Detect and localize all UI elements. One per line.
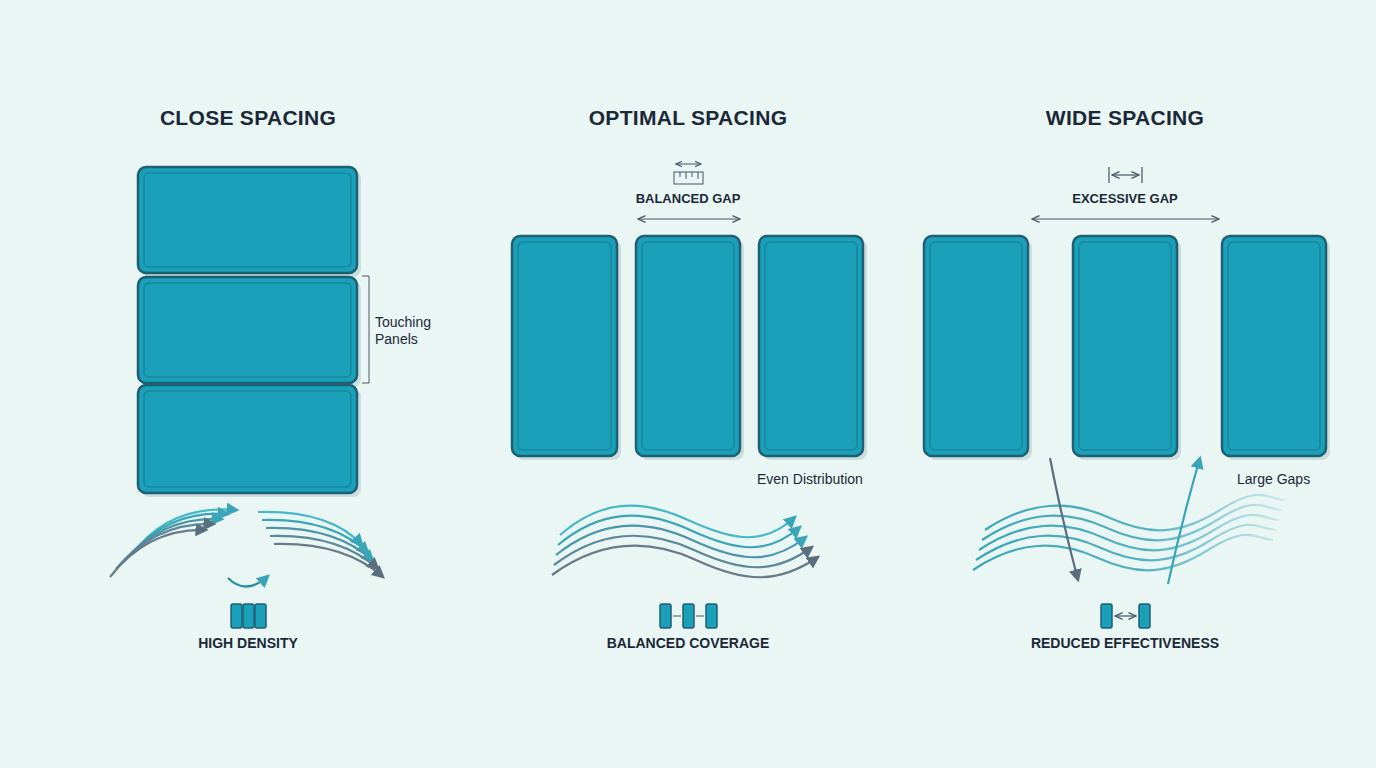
panel [924,236,1028,456]
panel [1222,236,1326,456]
wave [270,536,378,569]
panel [512,236,617,456]
dimension-label: EXCESSIVE GAP [1072,191,1177,207]
icon-panel [683,604,694,628]
panel-inset [144,391,351,487]
gap-icon [1109,167,1142,183]
side-note: Even Distribution [757,471,863,488]
dimension-arrow [638,218,740,219]
escape-arrow [1168,458,1200,584]
icon-panel [706,604,717,628]
panel-inset [1228,242,1320,450]
wave [985,495,1285,530]
curl-arrow [228,576,268,587]
section-heading: CLOSE SPACING [160,105,336,130]
dimension-label: BALANCED GAP [636,191,741,207]
even-waves [552,506,818,578]
ruler-icon [674,164,703,184]
wave [274,544,383,577]
coverage-icon [660,604,717,628]
panel [759,236,863,456]
panel-inset [518,242,611,450]
icon-panel [1101,604,1112,628]
reflected-waves [110,509,383,586]
wave [554,536,812,568]
panel [636,236,740,456]
icon-panel [660,604,671,628]
summary-label: BALANCED COVERAGE [607,635,770,652]
wave [124,519,222,561]
ruler-body [674,172,703,184]
wide-panels [924,236,1330,460]
icon-arrow [1115,615,1136,616]
summary-label: HIGH DENSITY [198,635,298,652]
escape-arrow [1050,458,1078,580]
side-note: Large Gaps [1237,471,1310,488]
bracket-note: Touching Panels [375,314,450,348]
icon-panel [231,604,242,628]
panel-inset [1079,242,1171,450]
bracket [362,276,369,383]
icon-gap [673,616,704,617]
gap-icon-bottom [1101,604,1150,628]
icon-bars [1109,167,1142,183]
icon-arrow [1112,174,1139,175]
wave [552,546,818,578]
ruler-ticks [680,172,698,179]
dimension-arrow [1032,218,1219,219]
panel-inset [930,242,1022,450]
wave [976,525,1276,560]
panel-inset [144,283,351,377]
wave [973,535,1273,570]
optimal-panels [512,236,867,460]
wave [110,530,206,577]
icon-panel [243,604,254,628]
wave [982,505,1282,540]
panel-inset [642,242,734,450]
panel [138,277,357,383]
close-panels [138,167,361,497]
panel-inset [765,242,857,450]
summary-label: REDUCED EFFECTIVENESS [1031,635,1219,652]
icon-panel [255,604,266,628]
density-icon [231,604,266,628]
panel-inset [144,173,351,267]
icon-arrow [676,164,701,165]
panel [1073,236,1177,456]
section-heading: OPTIMAL SPACING [589,105,788,130]
panel [138,167,357,273]
wave [979,515,1279,550]
panel [138,385,357,493]
icon-panel [1139,604,1150,628]
section-heading: WIDE SPACING [1046,105,1204,130]
